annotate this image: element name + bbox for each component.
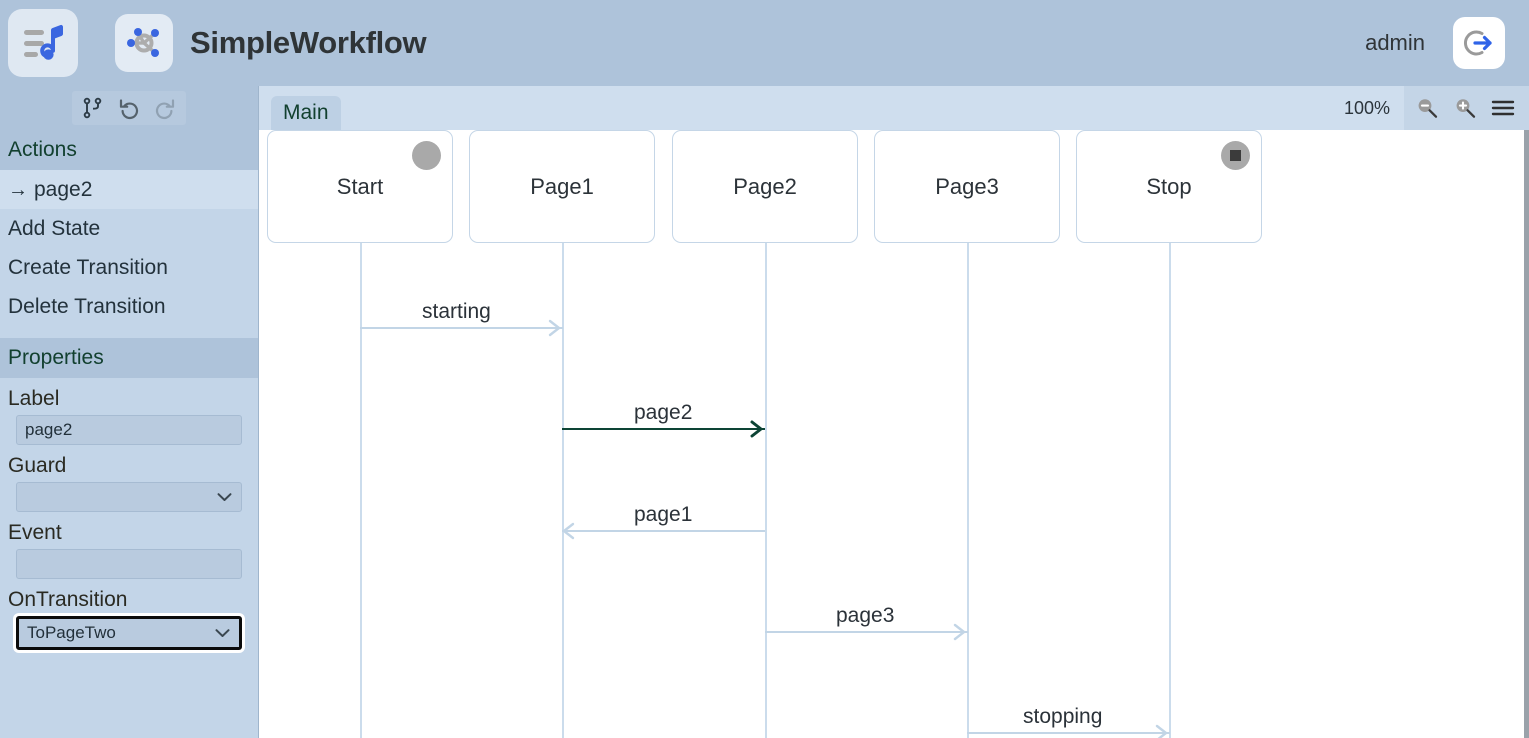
transition-label-starting: starting: [422, 300, 491, 323]
sidebar: Actions → page2 Add State Create Transiti…: [0, 86, 259, 738]
transition-label-stopping: stopping: [1023, 705, 1103, 728]
state-page2[interactable]: Page2: [672, 130, 858, 243]
stop-badge-icon: [1221, 141, 1250, 170]
actions-section-header: Actions: [0, 130, 258, 170]
arrowhead-left: [556, 521, 576, 546]
sidebar-item-add-state[interactable]: Add State: [8, 217, 101, 240]
label-field-label: Label: [8, 387, 60, 410]
sidebar-item-page2[interactable]: → page2: [0, 170, 258, 209]
chevron-down-icon: [215, 623, 230, 643]
lifeline-start: [360, 243, 362, 738]
branch-icon[interactable]: [80, 95, 106, 121]
tab-main[interactable]: Main: [271, 96, 341, 130]
arrowhead-right: [952, 622, 972, 647]
stop-square-glyph: [1230, 150, 1241, 161]
sidebar-item-create-transition[interactable]: Create Transition: [8, 256, 168, 279]
transition-label-page3: page3: [836, 604, 895, 627]
transition-starting[interactable]: [360, 327, 563, 329]
zoom-out-icon[interactable]: [1414, 95, 1440, 121]
lifeline-page2: [765, 243, 767, 738]
state-stop[interactable]: Stop: [1076, 130, 1262, 243]
state-label: Start: [336, 173, 384, 199]
state-page3[interactable]: Page3: [874, 130, 1060, 243]
transition-page3[interactable]: [765, 631, 968, 633]
arrowhead-right: [1154, 723, 1174, 738]
sidebar-item-delete-transition[interactable]: Delete Transition: [8, 295, 166, 318]
transition-stopping[interactable]: [967, 732, 1170, 734]
properties-section-header: Properties: [0, 338, 258, 378]
logout-button[interactable]: [1453, 17, 1505, 69]
user-name: admin: [1365, 30, 1425, 55]
playlist-music-icon[interactable]: [8, 9, 78, 77]
sequence-diagram: Start Page1 Page2 Page3 Stop: [259, 130, 1529, 738]
toolbar-button-group: [72, 91, 186, 125]
sidebar-divider: [0, 326, 258, 338]
guard-select[interactable]: [16, 482, 242, 512]
zoom-button-group: [1404, 86, 1529, 130]
state-label: Stop: [1146, 173, 1192, 199]
guard-field-wrap: [0, 482, 258, 512]
state-label: Page1: [530, 173, 594, 199]
state-label: Page3: [935, 173, 999, 199]
state-label: Page2: [733, 173, 797, 199]
lifeline-page3: [967, 243, 969, 738]
right-arrow-icon: →: [8, 179, 28, 201]
event-field-label: Event: [8, 521, 62, 544]
label-field-wrap: page2: [0, 415, 258, 445]
arrowhead-right: [749, 419, 769, 444]
redo-icon: [152, 95, 178, 121]
ontransition-field-label: OnTransition: [8, 588, 128, 611]
transition-page1[interactable]: [562, 530, 765, 532]
zoom-in-icon[interactable]: [1452, 95, 1478, 121]
lifeline-stop: [1169, 243, 1171, 738]
sidebar-toolbar: [0, 86, 258, 130]
lifeline-page1: [562, 243, 564, 738]
canvas-area: Main 100%: [259, 86, 1529, 738]
undo-icon[interactable]: [116, 95, 142, 121]
sidebar-item-label: page2: [34, 178, 93, 201]
arrowhead-right: [547, 318, 567, 343]
state-start[interactable]: Start: [267, 130, 453, 243]
vertical-scrollbar[interactable]: [1524, 130, 1529, 738]
hamburger-menu-icon[interactable]: [1490, 95, 1516, 121]
transition-label-page1: page1: [634, 503, 693, 526]
transition-page2[interactable]: [562, 428, 765, 430]
canvas-toolbar: Main 100%: [259, 86, 1529, 130]
transition-label-page2: page2: [634, 401, 693, 424]
event-input[interactable]: [16, 549, 242, 579]
chevron-down-icon: [217, 487, 232, 507]
page-title: SimpleWorkflow: [190, 25, 427, 60]
state-page1[interactable]: Page1: [469, 130, 655, 243]
guard-field-label: Guard: [8, 454, 67, 477]
label-input[interactable]: page2: [16, 415, 242, 445]
ontransition-select[interactable]: ToPageTwo: [16, 616, 242, 650]
app-header: SimpleWorkflow admin: [0, 0, 1529, 86]
zoom-level: 100%: [1343, 97, 1390, 118]
ontransition-select-value: ToPageTwo: [27, 623, 116, 642]
event-field-wrap: [0, 549, 258, 579]
workflow-graph-icon: [115, 14, 173, 72]
ontransition-field-wrap: ToPageTwo: [0, 616, 258, 650]
zoom-controls: 100%: [1344, 86, 1529, 130]
start-badge-icon: [412, 141, 441, 170]
